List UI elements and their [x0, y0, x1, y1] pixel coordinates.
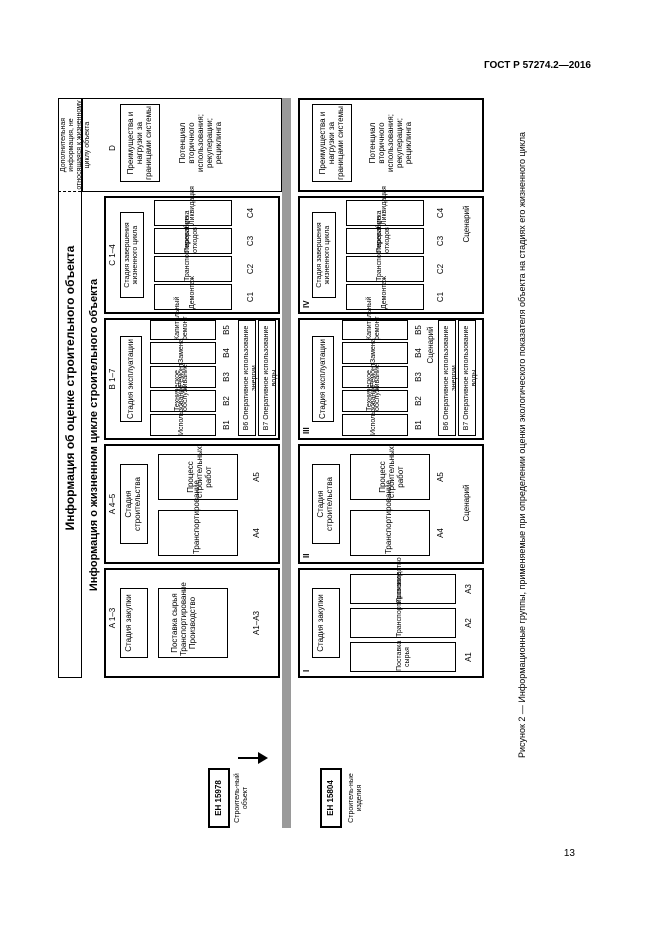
module-ii-a4-code: A4 [436, 528, 445, 538]
stage-iii-roman: III [302, 427, 311, 434]
construction-products-label: Строитель-ные изделия [348, 773, 363, 823]
document-header: ГОСТ Р 57274.2—2016 [483, 60, 591, 71]
module-iii-b4-code: B4 [414, 348, 423, 358]
module-iv-c1-code: C1 [436, 291, 445, 303]
module-iii-b1-code: B1 [414, 420, 423, 430]
module-iii-b7-text: B7 Оперативное использование воды [463, 325, 478, 431]
module-iv-c3-code: C3 [436, 235, 445, 247]
module-a13-range: A1–A3 [252, 610, 261, 636]
module-c3-text: Переработка отходов [184, 210, 199, 253]
module-iv-c2-text: Транспортирование [376, 216, 383, 281]
stage-d-bottom-title: Преимущества и нагрузки за границами сис… [318, 106, 345, 180]
module-b5-text: Капитальный ремонт [174, 296, 189, 340]
module-i-a3-text: Производство [396, 557, 403, 603]
module-iii-b3-code: B3 [414, 372, 423, 382]
module-b2-code: B2 [222, 396, 231, 406]
stage-iii-name: Стадия эксплуатации [318, 339, 327, 419]
stage-iv-name: Стадия завершения жизненного цикла [316, 222, 331, 288]
module-iv-c4-text: Ликвидация [381, 186, 388, 225]
module-a4-text: Транспортирование [192, 480, 201, 554]
stage-d-title: Преимущества и нагрузки за границами сис… [126, 106, 153, 180]
stage-c14-code: C 1–4 [108, 244, 117, 266]
module-b1-code: B1 [222, 420, 231, 430]
module-b6-text: B6 Оперативное использование энергии [243, 325, 258, 431]
module-b3-text: Ремонт [178, 362, 185, 387]
module-iv-c4-code: C4 [436, 207, 445, 219]
stage-ii-name: Стадия строительства [316, 477, 334, 531]
module-iii-b2-code: B2 [414, 396, 423, 406]
standard-en15804-text: ЕН 15804 [326, 780, 335, 816]
stage-d-bottom-text: Потенциал вторичного использования; реку… [368, 114, 413, 172]
stage-i-name: Стадия закупки [316, 594, 325, 652]
arrow-down-icon [238, 751, 268, 765]
module-b1-text: Использование [178, 384, 185, 435]
module-iv-scenario: Сценарий [462, 205, 471, 243]
module-i-a3-code: A3 [464, 584, 473, 594]
lifecycle-diagram: Информация об оценке строительного объек… [58, 98, 500, 828]
module-a5-text: Процесс строительных работ [186, 446, 213, 498]
module-c1-code: C1 [246, 291, 255, 303]
module-iii-scenario: Сценарий [426, 326, 435, 364]
module-iv-c2-code: C2 [436, 263, 445, 275]
building-object-label: Строитель-ный объект [234, 773, 249, 823]
module-c2 [154, 256, 232, 282]
module-c3-code: C3 [246, 235, 255, 247]
module-iii-b5-code: B5 [414, 325, 423, 335]
stage-c14-name: Стадия завершения жизненного цикла [124, 222, 139, 288]
module-ii-scenario: Сценарий [462, 484, 471, 522]
module-b4-code: B4 [222, 348, 231, 358]
module-c4-text: Ликвидация [189, 186, 196, 225]
module-iv-c2 [346, 256, 424, 282]
module-c2-text: Транспортирование [184, 216, 191, 281]
module-b4-text: Замена [178, 338, 185, 363]
module-ii-a4-text: Транспортирование [384, 480, 393, 554]
stage-a13-code: A 1–3 [108, 607, 117, 629]
module-iii-b2-text: Техническое обслуживание [366, 364, 381, 411]
module-i-a1-code: A1 [464, 652, 473, 662]
module-iii-b1-text: Использование [370, 384, 377, 435]
stage-i-roman: I [302, 669, 311, 672]
module-c1-text: Демонтаж [189, 276, 196, 309]
separator-bar [282, 98, 291, 828]
diagram-area: Информация об оценке строительного объек… [58, 98, 500, 828]
module-i-a1-text: Поставка сырья [396, 640, 411, 671]
module-b2-text: Техническое обслуживание [174, 364, 189, 411]
module-a5-code: A5 [252, 472, 261, 482]
additional-info-title: Дополнительная информация, не относящаяс… [60, 100, 91, 190]
stage-a45-name: Стадия строительства [124, 477, 142, 531]
module-iv-c1-text: Демонтаж [381, 276, 388, 309]
module-i-a2-code: A2 [464, 618, 473, 628]
module-iv-c3-text: Переработка отходов [376, 210, 391, 253]
stage-d-text: Потенциал вторичного использования; реку… [178, 114, 223, 172]
figure-caption: Рисунок 2 — Информационные группы, приме… [517, 131, 527, 759]
stage-ii-roman: II [302, 553, 311, 558]
stage-a45-code: A 4–5 [108, 493, 117, 515]
stage-b17-code: B 1–7 [108, 368, 117, 390]
module-ii-a5-code: A5 [436, 472, 445, 482]
module-c2-code: C2 [246, 263, 255, 275]
stage-a13-name: Стадия закупки [124, 594, 133, 652]
module-a4-code: A4 [252, 528, 261, 538]
module-b7-text: B7 Оперативное использование воды [263, 325, 278, 431]
stage-iv-roman: IV [302, 300, 311, 308]
module-b5-code: B5 [222, 325, 231, 335]
module-c4-code: C4 [246, 207, 255, 219]
module-b3-code: B3 [222, 372, 231, 382]
lifecycle-title: Информация о жизненном цикле строительно… [88, 278, 100, 592]
module-i-a2-text: Транспортирование [396, 572, 403, 637]
module-iii-b6-text: B6 Оперативное использование энергии [443, 325, 458, 431]
page-number: 13 [563, 848, 575, 859]
module-iii-b3-text: Ремонт [370, 362, 377, 387]
stage-b17-name: Стадия эксплуатации [126, 339, 135, 419]
divider-line [58, 190, 282, 192]
module-a13-text: Поставка сырья Транспортирование Произво… [170, 582, 197, 656]
stage-d-code: D [108, 145, 117, 151]
standard-en15978-text: ЕН 15978 [214, 780, 223, 816]
module-iii-b5-text: Капитальный ремонт [366, 296, 381, 340]
module-ii-a5-text: Процесс строительных работ [378, 446, 405, 498]
module-iii-b4-text: Замена [370, 338, 377, 363]
